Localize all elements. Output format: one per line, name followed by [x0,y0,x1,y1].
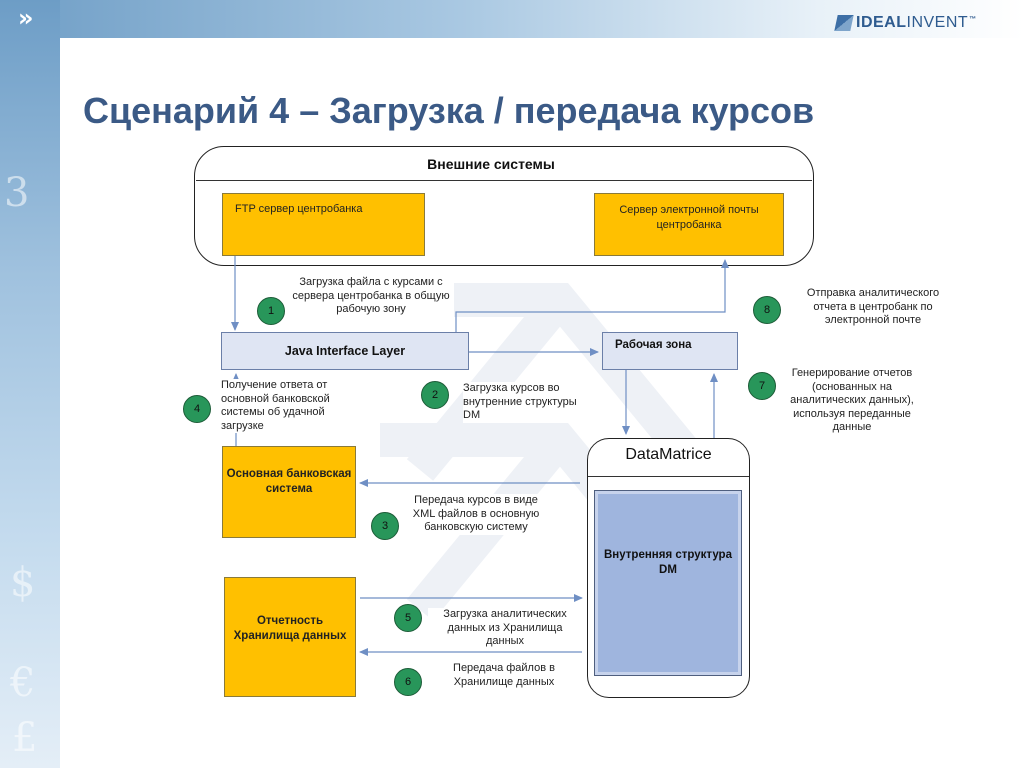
decor-dollar-icon: $ [10,560,36,606]
step-7-badge: 7 [748,372,776,400]
external-systems-header-line [196,150,812,181]
left-decorative-strip: » 3 $ € £ [0,0,60,768]
step-6-note: Передача файлов в Хранилище данных [436,662,572,689]
step-7-note: Генерирование отчетов (основанных на ана… [786,367,918,435]
step-6-badge: 6 [394,668,422,696]
email-server-box: Сервер электронной почты центробанка [594,193,784,256]
external-systems-title: Внешние системы [406,152,576,176]
dm-internal-structure-box [594,490,742,676]
arrow-jil-to-email [455,259,729,332]
step-4-badge: 4 [183,395,211,423]
dm-internal-structure-label: Внутренняя структура DM [604,549,732,576]
step-1-note: Загрузка файла с курсами с сервера центр… [288,276,454,317]
step-3-badge: 3 [371,512,399,540]
datamatrice-title: DataMatrice [625,446,712,463]
datamatrice-header-line [588,476,749,477]
data-warehouse-box: Отчетность Хранилища данных [224,577,356,697]
step-2-badge: 2 [421,381,449,409]
work-zone-box: Рабочая зона [602,332,738,370]
double-chevron-icon: » [18,4,34,32]
java-interface-layer-box: Java Interface Layer [221,332,469,370]
decor-euro-icon: € [10,660,36,706]
decor-pound-icon: £ [12,715,38,761]
step-3-note: Передача курсов в виде XML файлов в осно… [410,494,542,535]
top-banner [0,0,1024,38]
step-8-badge: 8 [753,296,781,324]
page-title: Сценарий 4 – Загрузка / передача курсов [83,90,815,131]
idealinvent-logo: IDEALINVENT™ [834,12,977,34]
step-5-badge: 5 [394,604,422,632]
step-4-note: Получение ответа от основной банковской … [221,379,353,433]
step-5-note: Загрузка аналитических данных из Хранили… [428,608,582,649]
step-1-badge: 1 [257,297,285,325]
ftp-server-box: FTP сервер центробанка [222,193,425,256]
step-8-note: Отправка аналитического отчета в центроб… [790,287,956,328]
step-2-note: Загрузка курсов во внутренние структуры … [463,382,581,423]
core-banking-box: Основная банковская система [222,446,356,538]
logo-text: IDEALINVENT™ [856,14,977,31]
decor-digit-icon: 3 [4,170,30,216]
